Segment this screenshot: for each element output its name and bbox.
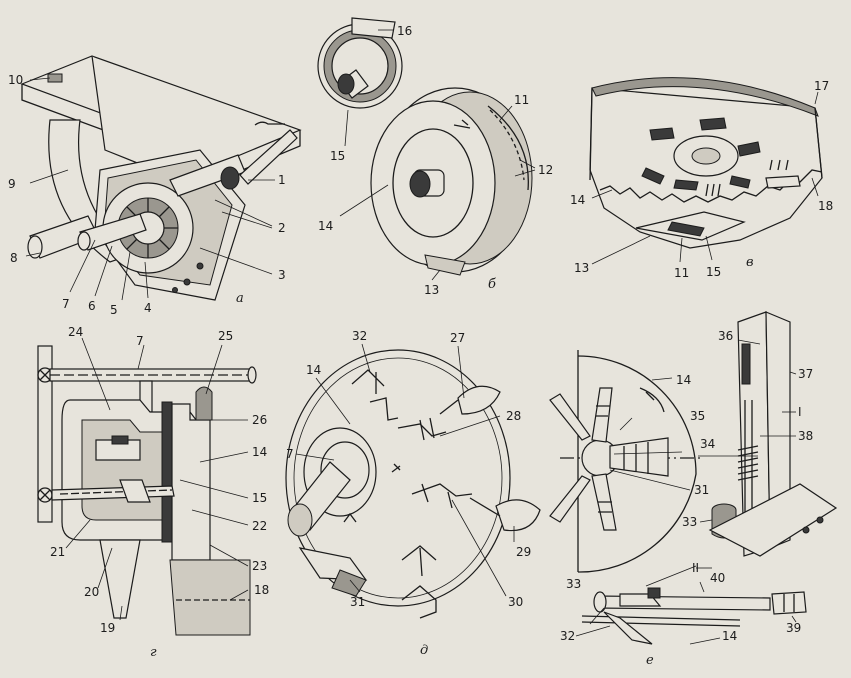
panel-a-leaders [25, 77, 275, 301]
callout-label: 14 [676, 373, 691, 387]
callout-label: 15 [252, 491, 267, 505]
panel-caption: д [420, 643, 428, 658]
callout-label: I [798, 405, 802, 419]
callout-label: 14 [570, 193, 585, 207]
panel-caption: е [646, 653, 654, 668]
callout-label: 7 [136, 334, 144, 348]
callout-label: 7 [62, 297, 70, 311]
panel-e-leaders [575, 339, 797, 645]
callout-label: 23 [252, 559, 267, 573]
callout-label: 25 [218, 329, 233, 343]
callout-label: 37 [798, 367, 813, 381]
callout-label: 24 [68, 325, 83, 339]
panel-v-leaders [591, 91, 819, 265]
callout-label: 8 [10, 251, 18, 265]
panel-b-leaders [339, 29, 536, 281]
callout-label: 38 [798, 429, 813, 443]
panel-caption: в [746, 255, 754, 270]
callout-label: 1 [278, 173, 286, 187]
callout-label: 14 [318, 219, 333, 233]
callout-label: 9 [8, 177, 16, 191]
panel-g-drawing [37, 345, 257, 636]
callout-label: 14 [722, 629, 737, 643]
callout-label: 33 [566, 577, 581, 591]
callout-label: 26 [252, 413, 267, 427]
callout-label: 13 [424, 283, 439, 297]
callout-label: 18 [254, 583, 269, 597]
panel-b-drawing [317, 17, 533, 276]
callout-label: 14 [252, 445, 267, 459]
callout-label: 30 [508, 595, 523, 609]
callout-label: 34 [700, 437, 715, 451]
callout-label: 15 [706, 265, 721, 279]
panel-caption: а [236, 291, 244, 306]
panel-d-drawing [285, 349, 541, 619]
callout-label: 40 [710, 571, 725, 585]
callout-label: 4 [144, 301, 152, 315]
callout-label: 14 [306, 363, 321, 377]
callout-label: 28 [506, 409, 521, 423]
panel-caption: г [150, 645, 157, 660]
callout-label: II [692, 561, 699, 575]
callout-label: 13 [574, 261, 589, 275]
callout-label: 39 [786, 621, 801, 635]
callout-label: 16 [397, 24, 412, 38]
callout-label: 32 [560, 629, 575, 643]
callout-label: 6 [88, 299, 96, 313]
callout-label: 11 [674, 266, 689, 280]
callout-label: 11 [514, 93, 529, 107]
callout-label: 31 [350, 595, 365, 609]
callout-label: 18 [818, 199, 833, 213]
callout-label: 20 [84, 585, 99, 599]
callout-label: 2 [278, 221, 286, 235]
callout-label: 15 [330, 149, 345, 163]
callout-label: 36 [718, 329, 733, 343]
callout-label: 35 [690, 409, 705, 423]
callout-label: 12 [538, 163, 553, 177]
callout-label: 22 [252, 519, 267, 533]
callout-label: 31 [694, 483, 709, 497]
callout-label: 10 [8, 73, 23, 87]
panel-d-leaders [295, 343, 515, 597]
panel-v-drawing [589, 77, 823, 249]
callout-label: 29 [516, 545, 531, 559]
callout-label: 5 [110, 303, 118, 317]
callout-label: 19 [100, 621, 115, 635]
callout-label: 32 [352, 329, 367, 343]
callout-label: 17 [814, 79, 829, 93]
callout-label: 7 [286, 447, 294, 461]
panel-caption: б [488, 277, 496, 292]
callout-label: 27 [450, 331, 465, 345]
callout-label: 33 [682, 515, 697, 529]
panel-a-drawing [20, 55, 302, 301]
panel-g-leaders [65, 337, 249, 621]
panel-e-drawing [549, 311, 838, 645]
callout-label: 21 [50, 545, 65, 559]
callout-label: 3 [278, 268, 286, 282]
